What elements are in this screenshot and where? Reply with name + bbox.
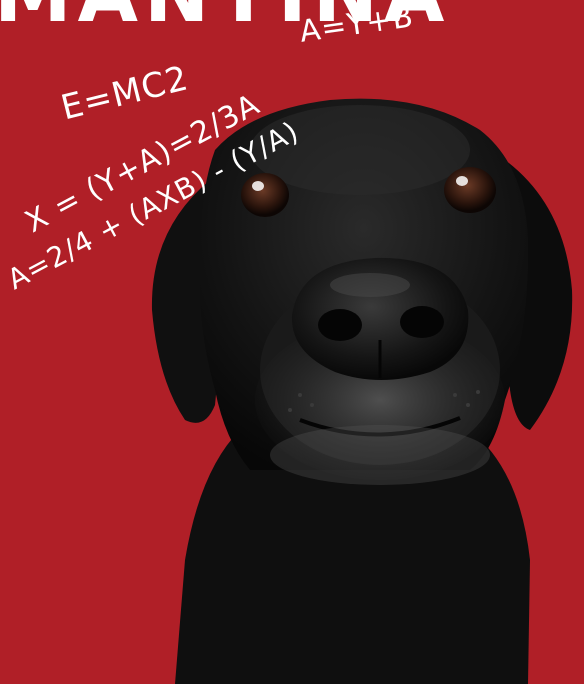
headline-text: MANYINA bbox=[0, 0, 584, 34]
dog-body bbox=[175, 430, 530, 684]
dog-mouth bbox=[299, 416, 461, 437]
dog-left-eye bbox=[241, 173, 289, 217]
dog-right-eye bbox=[444, 167, 496, 213]
dog-chin bbox=[270, 425, 490, 485]
